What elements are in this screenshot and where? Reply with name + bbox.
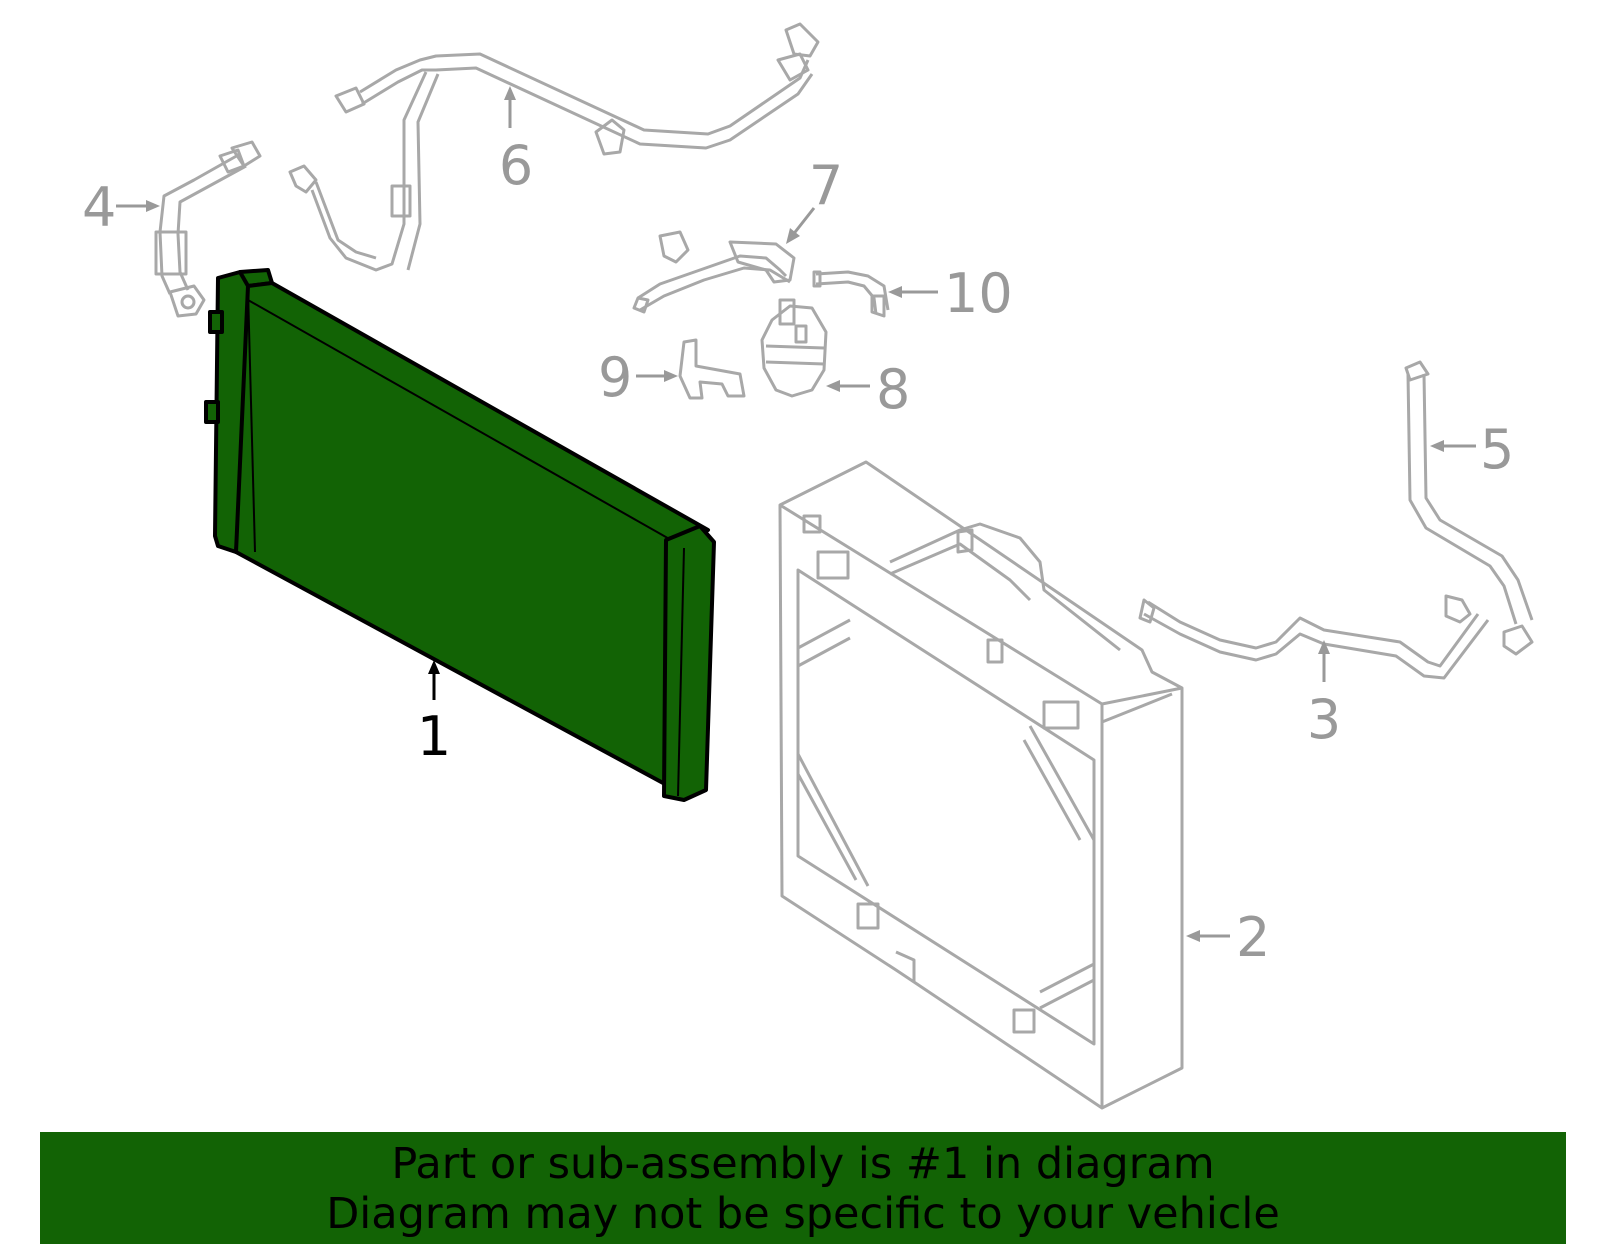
leader-7	[790, 207, 816, 237]
arrow-8	[826, 380, 840, 392]
callout-9: 9	[598, 346, 632, 409]
banner-line-1: Part or sub-assembly is #1 in diagram	[391, 1139, 1215, 1189]
callout-10: 10	[944, 262, 1013, 325]
callout-4: 4	[82, 176, 116, 239]
banner-line-2: Diagram may not be specific to your vehi…	[326, 1189, 1280, 1239]
arrow-3	[1318, 640, 1330, 654]
arrow-5	[1430, 440, 1444, 452]
arrow-7	[786, 228, 800, 244]
arrow-4	[146, 200, 160, 212]
callout-2: 2	[1236, 906, 1270, 969]
part-1-radiator[interactable]	[204, 268, 716, 802]
arrow-2	[1186, 930, 1200, 942]
part-8-cap[interactable]	[760, 298, 828, 398]
arrow-1	[428, 660, 440, 674]
part-4-hose[interactable]	[154, 140, 262, 318]
arrow-10	[888, 286, 902, 298]
part-6-upper-hose[interactable]	[288, 22, 820, 272]
callout-8: 8	[876, 358, 910, 421]
callout-6: 6	[499, 134, 533, 197]
info-banner: Part or sub-assembly is #1 in diagram Di…	[40, 1132, 1566, 1244]
callout-5: 5	[1480, 418, 1514, 481]
part-7-bracket[interactable]	[632, 230, 796, 314]
arrow-6	[504, 86, 516, 100]
part-2-shroud[interactable]	[778, 460, 1184, 1110]
part-9-clip[interactable]	[678, 338, 746, 400]
callout-1: 1	[417, 705, 451, 768]
arrow-9	[664, 370, 678, 382]
part-3-lower-hose[interactable]	[1138, 594, 1490, 680]
part-10-tube[interactable]	[812, 270, 890, 318]
part-5-pipe[interactable]	[1404, 360, 1534, 656]
callout-7: 7	[809, 154, 843, 217]
callout-3: 3	[1307, 688, 1341, 751]
